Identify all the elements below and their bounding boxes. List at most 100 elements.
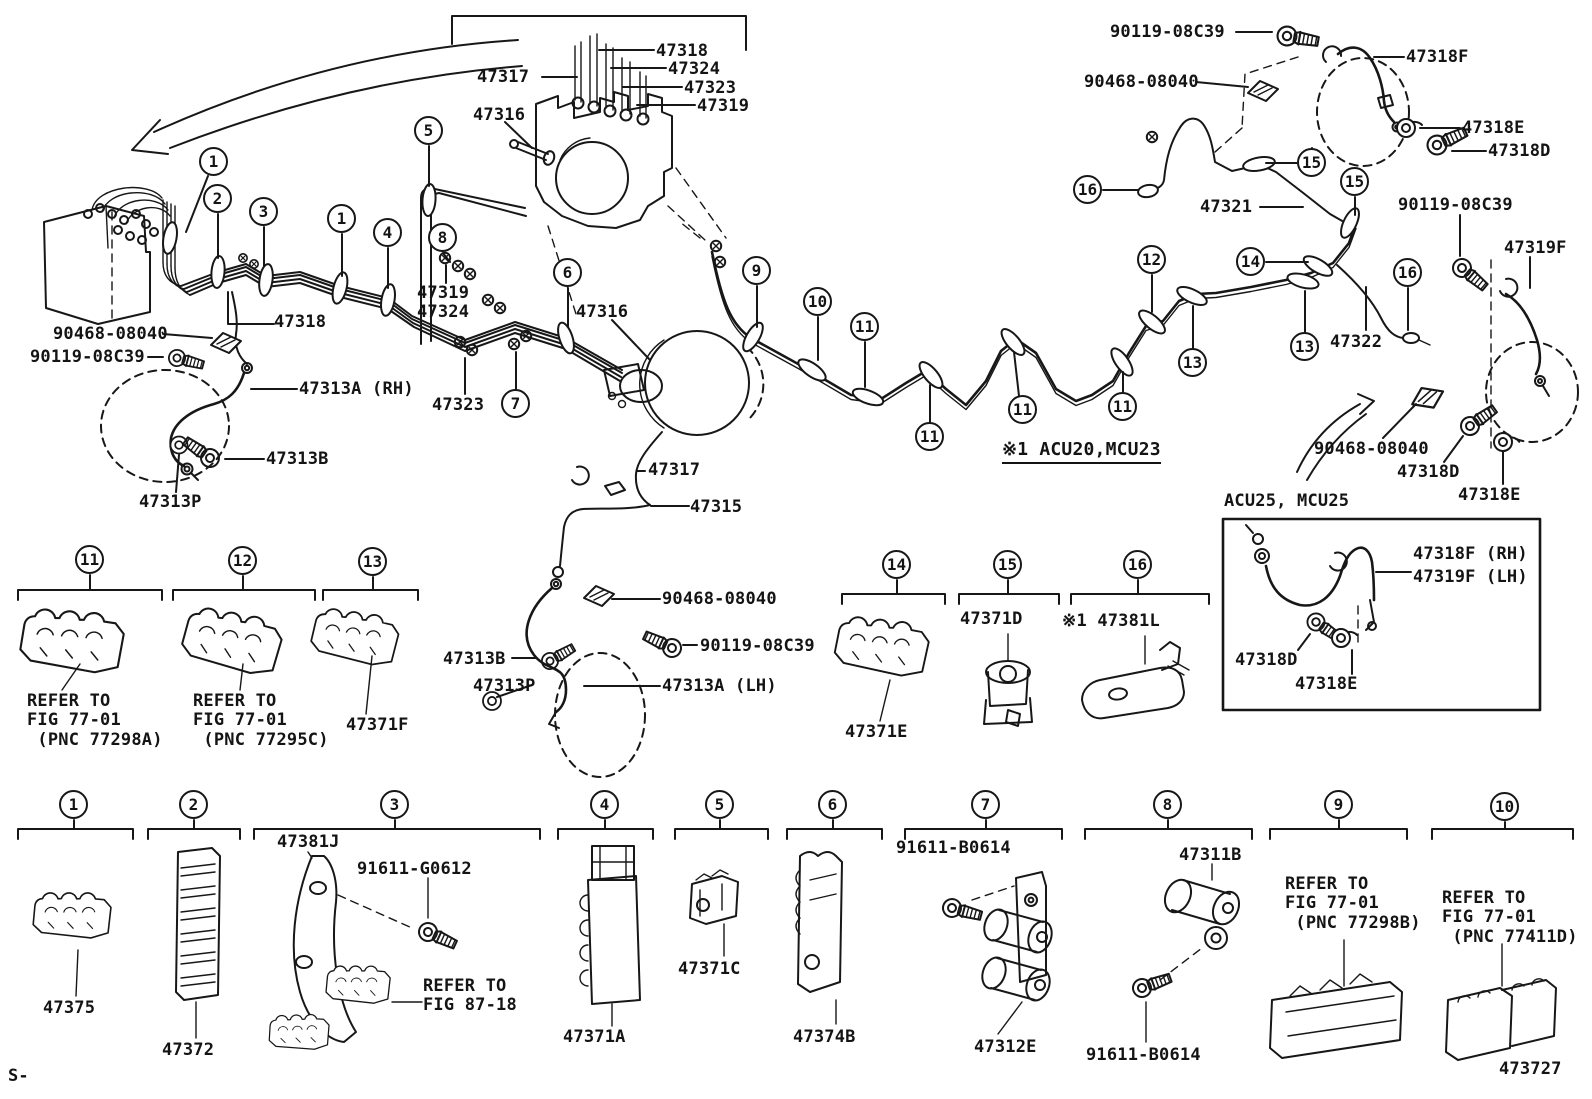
callout-5: 5: [705, 790, 734, 819]
part-label: 90468-08040: [1314, 439, 1429, 459]
variant-box-acu25: [1221, 517, 1542, 712]
refer-note: REFER TO FIG 77-01 (PNC 77298A): [27, 691, 163, 750]
part-label: 47313A (RH): [299, 379, 414, 399]
part-label: 47318F: [1406, 47, 1469, 67]
callout-2: 2: [203, 184, 232, 213]
part-label: 47319F: [1504, 238, 1567, 258]
callout-11: 11: [1108, 392, 1137, 421]
part-label: 47375: [43, 998, 96, 1018]
callout-2: 2: [179, 790, 208, 819]
part-label: 47318D: [1397, 462, 1460, 482]
callout-9: 9: [742, 256, 771, 285]
callout-15: 15: [993, 550, 1022, 579]
part-label: 47318E: [1462, 118, 1525, 138]
part-label: 47319: [697, 96, 750, 116]
part-label: 47322: [1330, 332, 1383, 352]
callout-15: 15: [1340, 167, 1369, 196]
note-acu20-mcu23: ※1 ACU20,MCU23: [1002, 439, 1161, 464]
direction-arrow: [131, 39, 523, 155]
callout-5: 5: [414, 116, 443, 145]
callout-8: 8: [1153, 790, 1182, 819]
part-label: 47323: [684, 78, 737, 98]
callout-1: 1: [59, 790, 88, 819]
part-label: 47371F: [346, 715, 409, 735]
part-label: 47317: [648, 460, 701, 480]
part-label: 47381J: [277, 832, 340, 852]
refer-note: REFER TO FIG 77-01 (PNC 77298B): [1285, 874, 1421, 933]
part-label: 47318E: [1295, 674, 1358, 694]
part-label: 47321: [1200, 197, 1253, 217]
part-label: 47318: [274, 312, 327, 332]
callout-7: 7: [501, 389, 530, 418]
part-label: 90468-08040: [53, 324, 168, 344]
part-label: 47324: [668, 59, 721, 79]
part-label: 90468-08040: [1084, 72, 1199, 92]
clamp-parts-row-bottom: [17, 819, 1574, 1061]
tube-47322: [1336, 264, 1431, 346]
part-label: 47316: [576, 302, 629, 322]
refer-note: REFER TO FIG 87-18: [423, 976, 517, 1016]
part-label: 47315: [690, 497, 743, 517]
part-label: 47323: [432, 395, 485, 415]
callout-11: 11: [850, 312, 879, 341]
callout-4: 4: [373, 218, 402, 247]
callout-3: 3: [249, 197, 278, 226]
part-label: 47313P: [473, 676, 536, 696]
clamp-parts-row-middle: [15, 574, 1210, 727]
part-label: 47319: [417, 283, 470, 303]
refer-note: REFER TO FIG 77-01 (PNC 77411D): [1442, 888, 1578, 947]
hose-47319f-right: [1296, 254, 1579, 481]
callout-13: 13: [358, 547, 387, 576]
callout-8: 8: [428, 223, 457, 252]
callout-16: 16: [1123, 550, 1152, 579]
callout-14: 14: [882, 550, 911, 579]
part-label: 47318: [656, 41, 709, 61]
callout-1: 1: [327, 204, 356, 233]
callout-13: 13: [1290, 332, 1319, 361]
callout-12: 12: [228, 546, 257, 575]
callout-11: 11: [75, 545, 104, 574]
part-label: 47371D: [960, 609, 1023, 629]
part-label: 91611-G0612: [357, 859, 472, 879]
callout-15: 15: [1297, 148, 1326, 177]
part-label: 47312E: [974, 1037, 1037, 1057]
part-label: 47371C: [678, 959, 741, 979]
brake-tube-band: [180, 253, 623, 382]
part-label: 47318F (RH): [1413, 544, 1528, 564]
part-label: 47313A (LH): [662, 676, 777, 696]
part-label: 47319F (LH): [1413, 567, 1528, 587]
part-label: 91611-B0614: [896, 838, 1011, 858]
callout-14: 14: [1236, 247, 1265, 276]
callout-12: 12: [1137, 245, 1166, 274]
part-label: 90119-08C39: [30, 347, 145, 367]
part-label: 47313B: [266, 449, 329, 469]
callout-10: 10: [803, 287, 832, 316]
part-label: 47311B: [1179, 845, 1242, 865]
callout-13: 13: [1178, 348, 1207, 377]
part-label: 47371A: [563, 1027, 626, 1047]
callout-4: 4: [590, 790, 619, 819]
callout-6: 6: [553, 258, 582, 287]
callout-10: 10: [1490, 792, 1519, 821]
part-label: ※1 47381L: [1062, 611, 1160, 631]
part-label: 90119-08C39: [1398, 195, 1513, 215]
part-label: 47317: [477, 67, 530, 87]
callout-6: 6: [818, 790, 847, 819]
part-label: 473727: [1499, 1059, 1562, 1079]
part-label: 47324: [417, 302, 470, 322]
callout-11: 11: [915, 422, 944, 451]
callout-1: 1: [199, 147, 228, 176]
top-bracket: [451, 15, 747, 51]
hose-47313a-rh: [100, 291, 253, 483]
callout-7: 7: [971, 790, 1000, 819]
master-cylinder-cluster: [43, 186, 191, 325]
brake-booster: [603, 330, 765, 436]
part-label: 47316: [473, 105, 526, 125]
part-label: 47313P: [139, 492, 202, 512]
box-title-acu25-mcu25: ACU25, MCU25: [1224, 491, 1350, 511]
part-label: 47371E: [845, 722, 908, 742]
part-label: 47372: [162, 1040, 215, 1060]
part-label: 90119-08C39: [700, 636, 815, 656]
